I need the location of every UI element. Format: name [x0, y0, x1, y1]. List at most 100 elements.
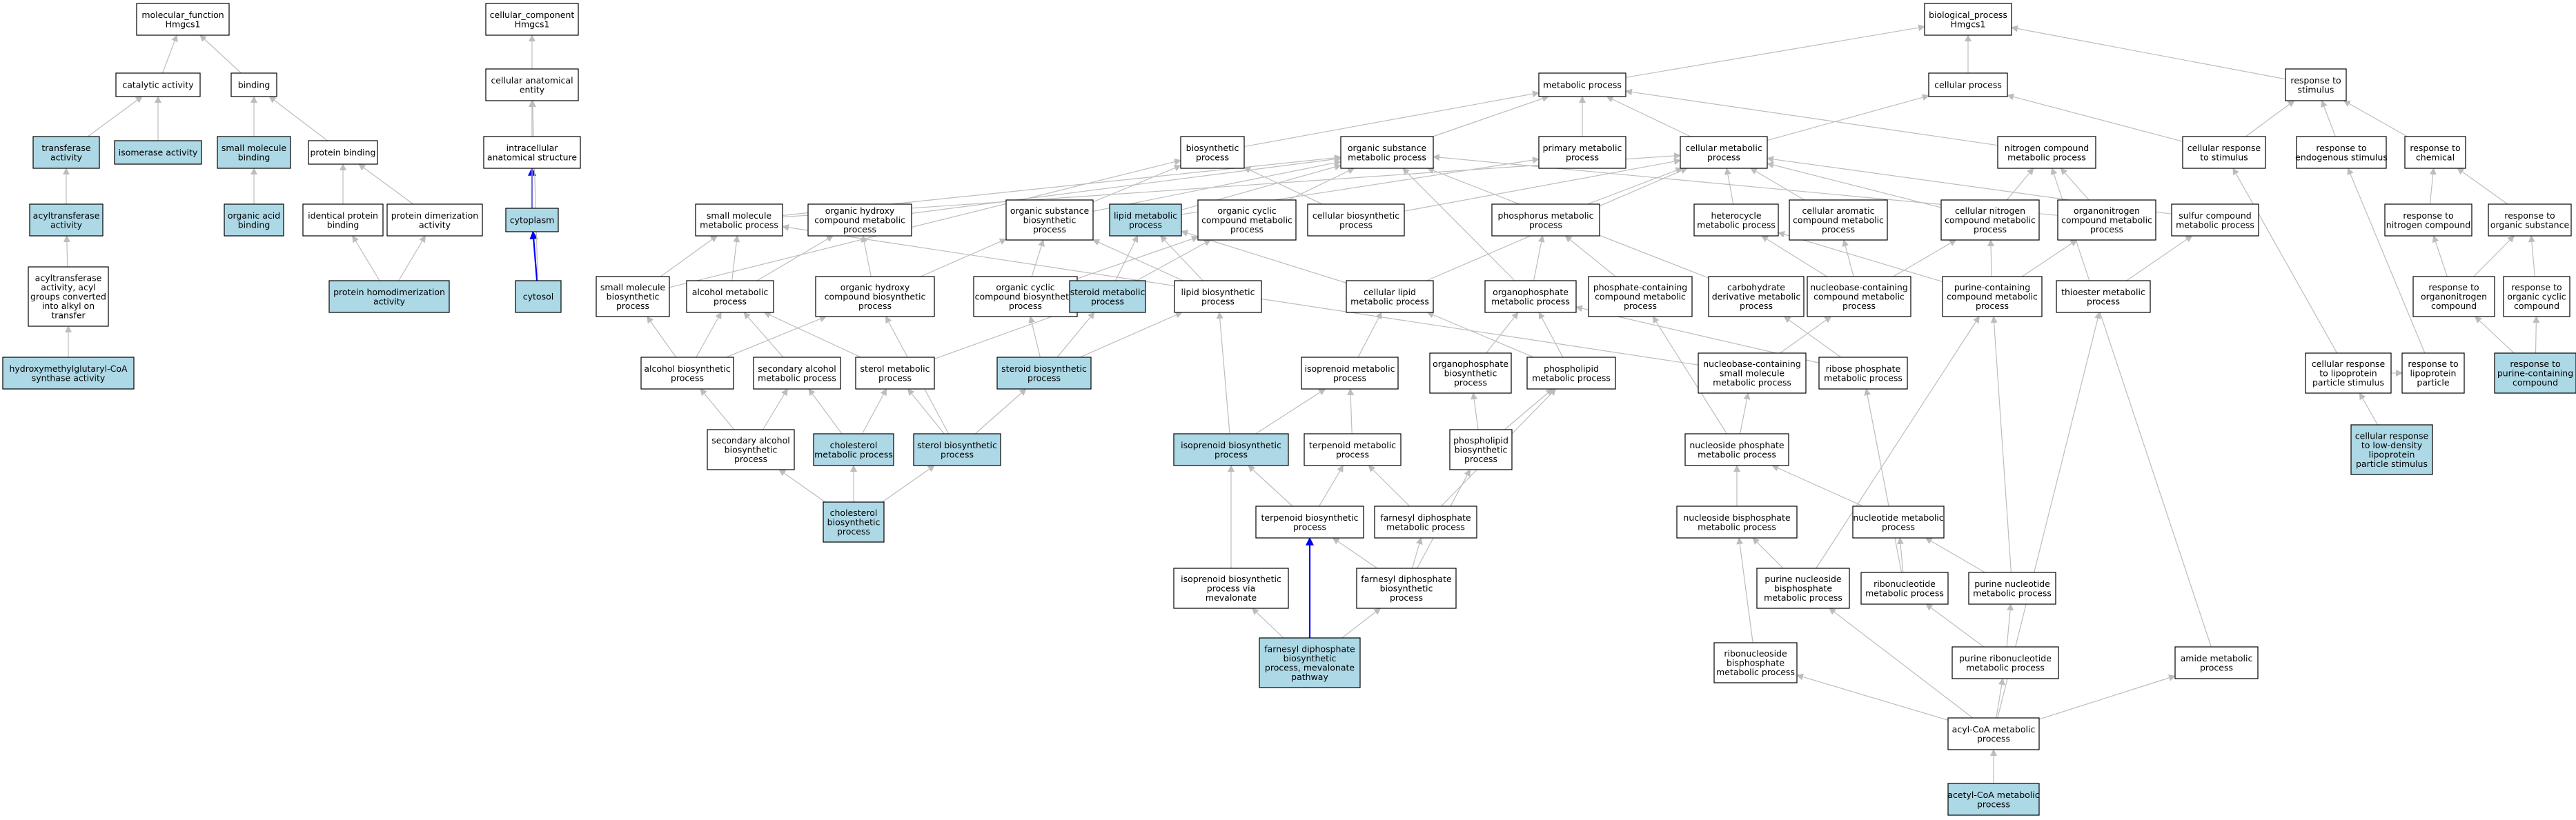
- node-cellular-process[interactable]: cellular process: [1928, 72, 2008, 97]
- node-cytoplasm[interactable]: cytoplasm: [505, 208, 559, 232]
- node-binding[interactable]: binding: [230, 72, 277, 97]
- edge-cytosol-to-cell_anat: [529, 100, 538, 281]
- node-protein-binding[interactable]: protein binding: [308, 140, 378, 165]
- node-metabolic[interactable]: metabolic process: [1538, 72, 1626, 97]
- node-cytosol[interactable]: cytosol: [515, 280, 562, 313]
- node-box: [1346, 280, 1434, 313]
- node-box: [1807, 276, 1911, 317]
- node-isomerase[interactable]: isomerase activity: [114, 140, 202, 165]
- node-catalytic[interactable]: catalytic activity: [115, 72, 201, 97]
